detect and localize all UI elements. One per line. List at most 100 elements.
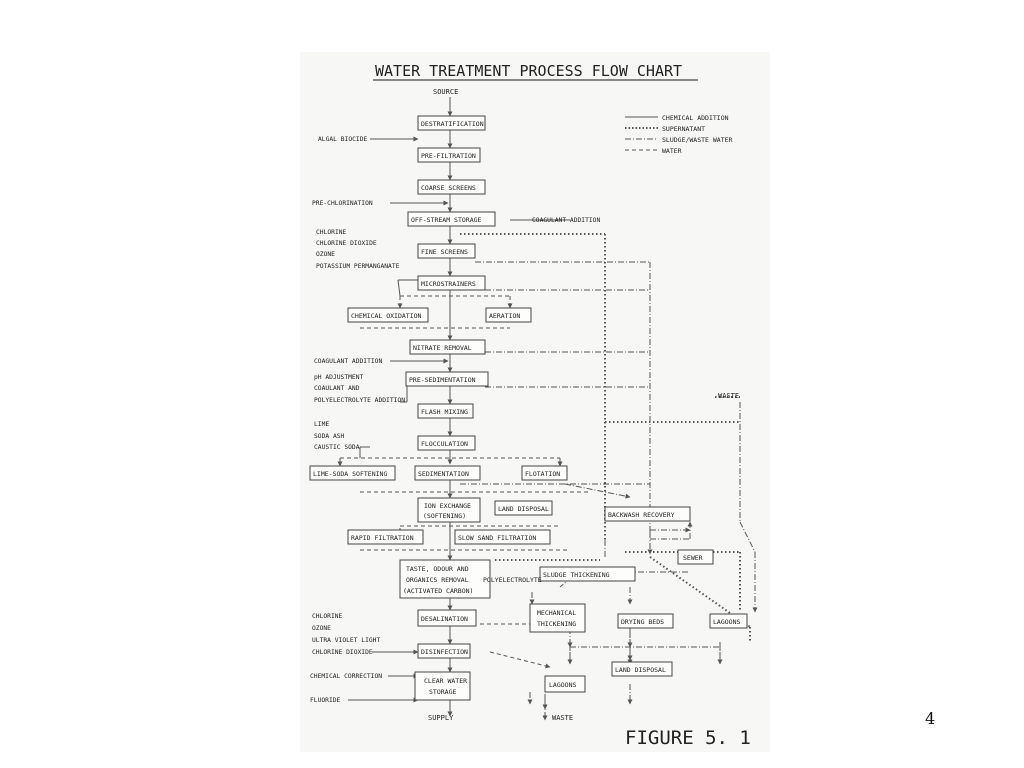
chart-title: WATER TREATMENT PROCESS FLOW CHART <box>375 62 682 80</box>
label-disinfection: DISINFECTION <box>421 648 468 656</box>
legend-supernatant: SUPERNATANT <box>662 125 705 133</box>
chem-ozone: OZONE <box>316 251 335 258</box>
box-clear-water <box>414 671 471 701</box>
label-desalination: DESALINATION <box>421 615 468 623</box>
label-lime-soda-softening: LIME-SODA SOFTENING <box>313 470 387 478</box>
figure-caption: FIGURE 5. 1 <box>625 727 751 749</box>
label-land-disposal-2: LAND DISPOSAL <box>615 666 666 674</box>
chem-polyelectrolyte-addition: POLYELECTROLYTE ADDITION <box>314 397 405 404</box>
sludge-lines <box>460 261 758 721</box>
box-flotation <box>521 465 568 481</box>
label-slow-sand-filtration: SLOW SAND FILTRATION <box>458 534 536 542</box>
label-sedimentation: SEDIMENTATION <box>418 470 469 478</box>
box-drying-beds <box>617 613 674 629</box>
label-pre-filtration: PRE-FILTRATION <box>421 152 476 160</box>
box-land-disposal-2 <box>611 661 673 677</box>
chem-soda-ash: SODA ASH <box>314 433 345 440</box>
box-sewer <box>677 549 714 565</box>
chemical-labels: ALGAL BIOCIDE PRE-CHLORINATION COAGULANT… <box>310 136 600 704</box>
box-lagoons-bottom <box>544 675 586 693</box>
box-fine-screens <box>417 243 476 259</box>
chem-fluoride: FLUORIDE <box>310 697 341 704</box>
label-polyelectrolyte: POLYELECTROLYTE <box>483 576 542 584</box>
box-ion-exchange <box>417 497 481 523</box>
supply-label: SUPPLY <box>428 714 454 722</box>
box-backwash-recovery <box>604 506 691 522</box>
chem-chlorine-dioxide-2: CHLORINE DIOXIDE <box>312 649 373 656</box>
legend: CHEMICAL ADDITION SUPERNATANT SLUDGE/WAS… <box>625 114 733 155</box>
chem-coagulant-addition-right: COAGULANT ADDITION <box>532 217 600 224</box>
chem-chlorine-2: CHLORINE <box>312 613 343 620</box>
label-flash-mixing: FLASH MIXING <box>421 408 468 416</box>
box-disinfection <box>417 643 471 659</box>
chem-chlorine: CHLORINE <box>316 229 347 236</box>
box-destratification <box>417 115 486 131</box>
legend-sludge: SLUDGE/WASTE WATER <box>662 136 733 144</box>
chem-ultra-violet-light: ULTRA VIOLET LIGHT <box>312 637 380 644</box>
box-lagoons-right <box>709 613 748 629</box>
legend-water: WATER <box>662 147 682 155</box>
label-taste-2: ORGANICS REMOVAL <box>406 576 469 584</box>
label-off-stream-storage: OFF-STREAM STORAGE <box>411 216 482 224</box>
chem-potassium-permanganate: POTASSIUM PERMANGANATE <box>316 263 400 270</box>
label-flocculation: FLOCCULATION <box>421 440 468 448</box>
box-lime-soda-softening <box>309 465 396 481</box>
box-mechanical-thickening <box>529 603 586 633</box>
label-clear-water-2: STORAGE <box>429 688 456 696</box>
label-backwash-recovery: BACKWASH RECOVERY <box>608 511 675 519</box>
box-flash-mixing <box>417 403 474 419</box>
label-mechanical-2: THICKENING <box>537 620 576 628</box>
label-taste-1: TASTE, ODOUR AND <box>406 565 469 573</box>
chem-pre-chlorination: PRE-CHLORINATION <box>312 200 373 207</box>
chem-algal-biocide: ALGAL BIOCIDE <box>318 136 367 143</box>
box-desalination <box>417 609 477 627</box>
label-clear-water-1: CLEAR WATER <box>424 677 467 685</box>
chem-coagulant-addition-left: COAGULANT ADDITION <box>314 358 382 365</box>
box-microstrainers <box>417 275 486 291</box>
label-land-disposal-1: LAND DISPOSAL <box>498 505 549 513</box>
box-sludge-thickening <box>539 566 636 582</box>
waste-label-bottom: WASTE <box>552 714 573 722</box>
label-microstrainers: MICROSTRAINERS <box>421 280 476 288</box>
label-lagoons-bottom: LAGOONS <box>549 681 576 689</box>
box-off-stream-storage <box>407 211 496 227</box>
chem-coaulant-and: COAULANT AND <box>314 385 360 392</box>
process-boxes <box>309 115 748 701</box>
flowchart-figure: WATER TREATMENT PROCESS FLOW CHART SOURC… <box>300 52 770 752</box>
label-flotation: FLOTATION <box>525 470 560 478</box>
label-sewer: SEWER <box>683 554 703 562</box>
box-chemical-oxidation <box>347 307 429 323</box>
box-pre-sedimentation <box>405 371 489 387</box>
box-taste-odour <box>399 559 491 599</box>
label-lagoons-right: LAGOONS <box>713 618 740 626</box>
label-sludge-thickening: SLUDGE THICKENING <box>543 571 610 579</box>
box-aeration <box>485 307 532 323</box>
chem-ph-adjustment: pH ADJUSTMENT <box>314 374 363 381</box>
label-coarse-screens: COARSE SCREENS <box>421 184 476 192</box>
waste-label-right: WASTE <box>718 392 739 400</box>
label-ion-exchange-1: ION EXCHANGE <box>424 502 471 510</box>
label-fine-screens: FINE SCREENS <box>421 248 468 256</box>
box-coarse-screens <box>417 179 486 195</box>
chem-ozone-2: OZONE <box>312 625 331 632</box>
label-rapid-filtration: RAPID FILTRATION <box>351 534 414 542</box>
box-flocculation <box>417 435 476 451</box>
chemical-lines <box>348 136 570 703</box>
chem-chlorine-dioxide: CHLORINE DIOXIDE <box>316 240 377 247</box>
box-land-disposal-1 <box>494 500 553 516</box>
label-drying-beds: DRYING BEDS <box>621 618 664 626</box>
chem-caustic-soda: CAUSTIC SODA <box>314 444 360 451</box>
chem-chemical-correction: CHEMICAL CORRECTION <box>310 673 382 680</box>
label-aeration: AERATION <box>489 312 520 320</box>
label-chemical-oxidation: CHEMICAL OXIDATION <box>351 312 422 320</box>
legend-chemical: CHEMICAL ADDITION <box>662 114 729 122</box>
water-branch-lines <box>337 295 590 669</box>
label-destratification: DESTRATIFICATION <box>421 120 484 128</box>
label-ion-exchange-2: (SOFTENING) <box>423 512 466 520</box>
label-pre-sedimentation: PRE-SEDIMENTATION <box>409 376 476 384</box>
box-sedimentation <box>414 465 481 481</box>
chem-lime: LIME <box>314 421 329 428</box>
box-rapid-filtration <box>347 529 424 545</box>
source-label: SOURCE <box>433 88 458 96</box>
